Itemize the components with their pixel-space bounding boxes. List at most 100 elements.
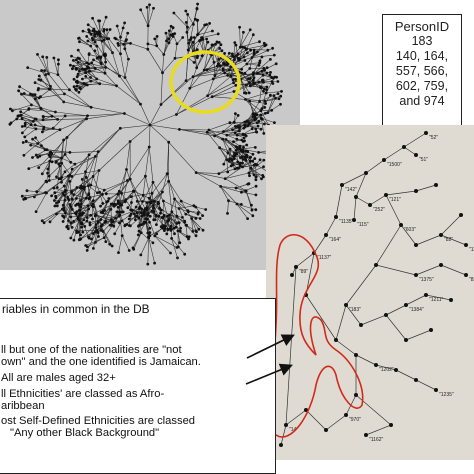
network-node [197, 227, 201, 231]
network-node [148, 3, 151, 7]
network-edge [192, 42, 196, 52]
network-edge [189, 40, 196, 52]
network-edge [179, 129, 208, 133]
notes-box: riables in common in the DB ll but one o… [0, 298, 276, 474]
network-node [33, 97, 37, 101]
network-node [40, 69, 43, 72]
network-node [279, 443, 283, 447]
network-edge [186, 32, 189, 51]
network-edge [223, 129, 233, 132]
network-node [103, 221, 107, 224]
network-edge [51, 185, 65, 197]
network-edge [385, 194, 402, 226]
network-node [158, 206, 162, 210]
network-node [156, 200, 160, 204]
network-node [72, 64, 75, 68]
network-node [137, 224, 140, 228]
network-node [82, 187, 86, 191]
network-edge [203, 54, 213, 71]
network-node [123, 47, 127, 51]
network-edge [82, 187, 96, 215]
network-node [21, 131, 24, 135]
network-node [37, 74, 41, 78]
network-edge [100, 62, 120, 77]
network-node [188, 86, 192, 90]
network-node [261, 73, 265, 77]
network-node [167, 140, 171, 144]
network-edge [229, 161, 240, 165]
network-node [61, 220, 65, 223]
network-node [72, 238, 76, 242]
network-node [79, 233, 82, 237]
network-node [95, 77, 99, 81]
network-node [89, 76, 92, 79]
network-edge [43, 208, 63, 223]
network-node [86, 204, 90, 208]
network-edge [94, 41, 104, 56]
network-node [165, 232, 169, 236]
network-edge [44, 149, 70, 153]
network-node [79, 199, 83, 202]
network-edge [28, 109, 56, 113]
network-node [232, 140, 235, 144]
network-node [175, 42, 179, 46]
network-node [54, 161, 58, 164]
network-node [91, 199, 95, 203]
network-edge [235, 183, 248, 189]
highlight-ring [169, 50, 241, 114]
network-edge [233, 73, 254, 83]
node-label: "14" [289, 427, 298, 433]
network-node [9, 107, 12, 111]
network-edge [163, 200, 168, 217]
network-node [186, 13, 190, 16]
network-node [55, 204, 59, 208]
network-node [87, 153, 91, 157]
network-edge [176, 96, 213, 115]
network-edge [49, 88, 64, 103]
network-node [274, 96, 277, 100]
network-edge [55, 111, 88, 117]
network-edge [124, 113, 151, 126]
network-node [131, 208, 134, 212]
network-node [117, 189, 121, 193]
network-node [136, 233, 140, 237]
network-edge [194, 37, 196, 52]
network-edge [355, 354, 377, 366]
network-edge [196, 52, 206, 68]
network-node [262, 158, 266, 162]
network-node [108, 242, 112, 246]
network-edge [81, 170, 100, 188]
network-node [242, 55, 246, 59]
network-edge [95, 215, 116, 219]
network-node [414, 153, 418, 157]
person-id-line: 557, 566, [395, 64, 449, 78]
network-node [272, 94, 276, 97]
network-node [344, 413, 348, 417]
network-edge [176, 37, 183, 45]
network-node [196, 32, 200, 36]
network-node [248, 67, 252, 70]
network-edge [249, 100, 266, 104]
network-node [251, 112, 255, 116]
network-node [87, 29, 91, 32]
network-edge [99, 192, 103, 204]
network-node [262, 165, 265, 169]
network-node [157, 214, 161, 218]
network-edge [87, 40, 97, 47]
network-node [63, 114, 67, 118]
node-label: "1182" [469, 247, 474, 253]
network-node [40, 219, 44, 223]
network-edge [59, 118, 87, 130]
network-edge [78, 70, 90, 75]
network-node [226, 170, 230, 174]
network-node [31, 156, 34, 159]
network-node [159, 225, 163, 229]
network-node [213, 134, 217, 138]
network-edge [162, 54, 165, 73]
network-edge [149, 124, 180, 130]
network-edge [191, 218, 204, 231]
network-edge [35, 124, 44, 128]
network-edge [174, 198, 178, 217]
network-edge [69, 151, 99, 153]
network-node [232, 55, 236, 59]
